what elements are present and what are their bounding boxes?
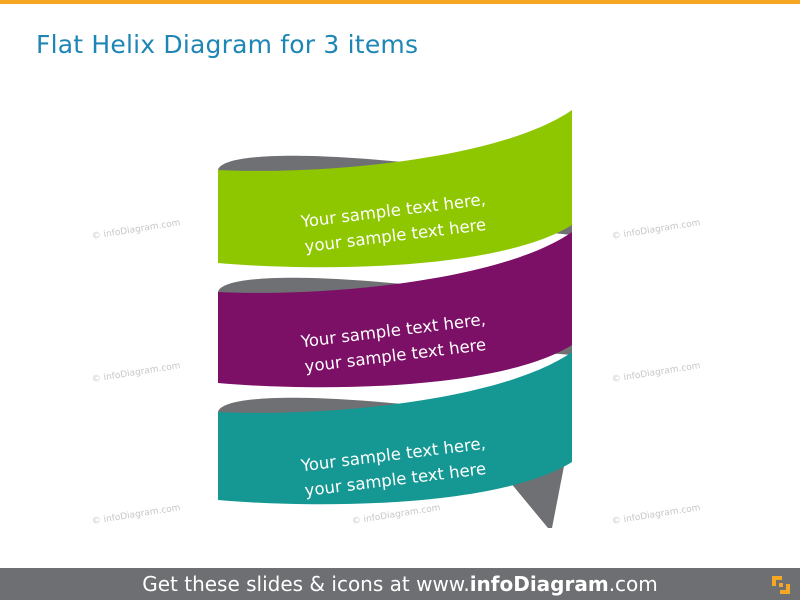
top-accent-bar: [0, 0, 800, 4]
helix-band-3: [218, 352, 572, 505]
footer-brand: infoDiagram: [469, 572, 609, 596]
footer-link-text[interactable]: Get these slides & icons at www.infoDiag…: [0, 568, 800, 600]
footer-suffix: .com: [608, 572, 658, 596]
infodiagram-logo-icon: [772, 576, 790, 594]
footer-prefix: Get these slides & icons at www.: [142, 572, 470, 596]
slide-title: Flat Helix Diagram for 3 items: [36, 30, 419, 59]
footer-bar: Get these slides & icons at www.infoDiag…: [0, 568, 800, 600]
helix-band-1: [218, 110, 572, 268]
helix-band-2: [218, 232, 572, 388]
